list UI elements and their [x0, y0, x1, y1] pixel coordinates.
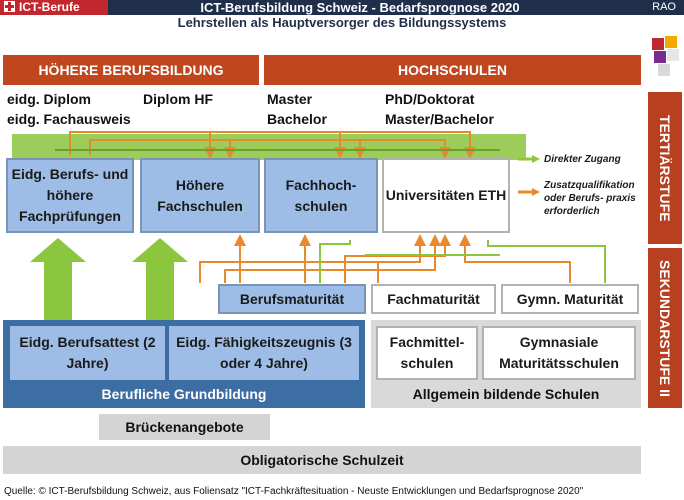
degrees-hb-col2: Diplom HF	[143, 89, 213, 109]
corner-label: RAO	[652, 1, 676, 13]
box-fachmaturitaet: Fachmaturität	[371, 284, 496, 314]
hoehere-berufsbildung-header: HÖHERE BERUFSBILDUNG	[3, 55, 259, 85]
box-hoehere-fachschulen: Höhere Fachschulen	[140, 158, 260, 233]
degree-phd: PhD/Doktorat	[385, 91, 475, 107]
legend-direct: Direkter Zugang	[544, 154, 621, 165]
hochschulen-header: HOCHSCHULEN	[264, 55, 641, 85]
box-brueckenangebote: Brückenangebote	[99, 414, 270, 440]
brand-badge: ICT-Berufe	[0, 0, 108, 15]
allgemein-label: Allgemein bildende Schulen	[412, 386, 600, 402]
side-label-sekundar: SEKUNDARSTUFE II	[648, 248, 682, 408]
degrees-hs-col2: PhD/Doktorat Master/Bachelor	[385, 89, 494, 129]
box-maturitaetsschulen: Gymnasiale Maturitätsschulen	[482, 326, 636, 380]
degree-bachelor: Bachelor	[267, 111, 327, 127]
legend-extra: Zusatzqualifikation oder Berufs- praxis …	[544, 180, 636, 217]
degree-master: Master	[267, 91, 313, 107]
box-obligatorisch: Obligatorische Schulzeit	[3, 446, 641, 474]
box-efz: Eidg. Fähigkeitszeugnis (3 oder 4 Jahre)	[169, 326, 359, 380]
page-title: ICT-Berufsbildung Schweiz - Bedarfsprogn…	[200, 0, 520, 15]
box-fachhochschulen: Fachhoch- schulen	[264, 158, 378, 233]
box-universitaeten: Universitäten ETH	[382, 158, 510, 233]
box-berufspruefungen: Eidg. Berufs- und höhere Fachprüfungen	[6, 158, 134, 233]
brand-label: ICT-Berufe	[19, 0, 80, 14]
degrees-hb-col1: eidg. Diplom eidg. Fachausweis	[7, 89, 131, 129]
swiss-cross-icon	[4, 1, 15, 12]
box-berufsattest: Eidg. Berufsattest (2 Jahre)	[10, 326, 165, 380]
degree-diplom-hf: Diplom HF	[143, 91, 213, 107]
source-footer: Quelle: © ICT-Berufsbildung Schweiz, aus…	[4, 486, 584, 497]
top-bar	[0, 0, 684, 15]
degree-eidg-diplom: eidg. Diplom	[7, 91, 91, 107]
degrees-hs-col1: Master Bachelor	[267, 89, 327, 129]
box-fachmittelschulen: Fachmittel- schulen	[376, 326, 478, 380]
grundbildung-label: Berufliche Grundbildung	[101, 386, 267, 402]
puzzle-logo-icon	[652, 36, 679, 76]
box-gymn-maturitaet: Gymn. Maturität	[501, 284, 639, 314]
page-subtitle: Lehrstellen als Hauptversorger des Bildu…	[177, 15, 507, 30]
box-berufsmaturitaet: Berufsmaturität	[218, 284, 366, 314]
degree-eidg-fachausweis: eidg. Fachausweis	[7, 111, 131, 127]
side-label-tertiaer: TERTIÄRSTUFE	[648, 92, 682, 244]
degree-master-bachelor: Master/Bachelor	[385, 111, 494, 127]
